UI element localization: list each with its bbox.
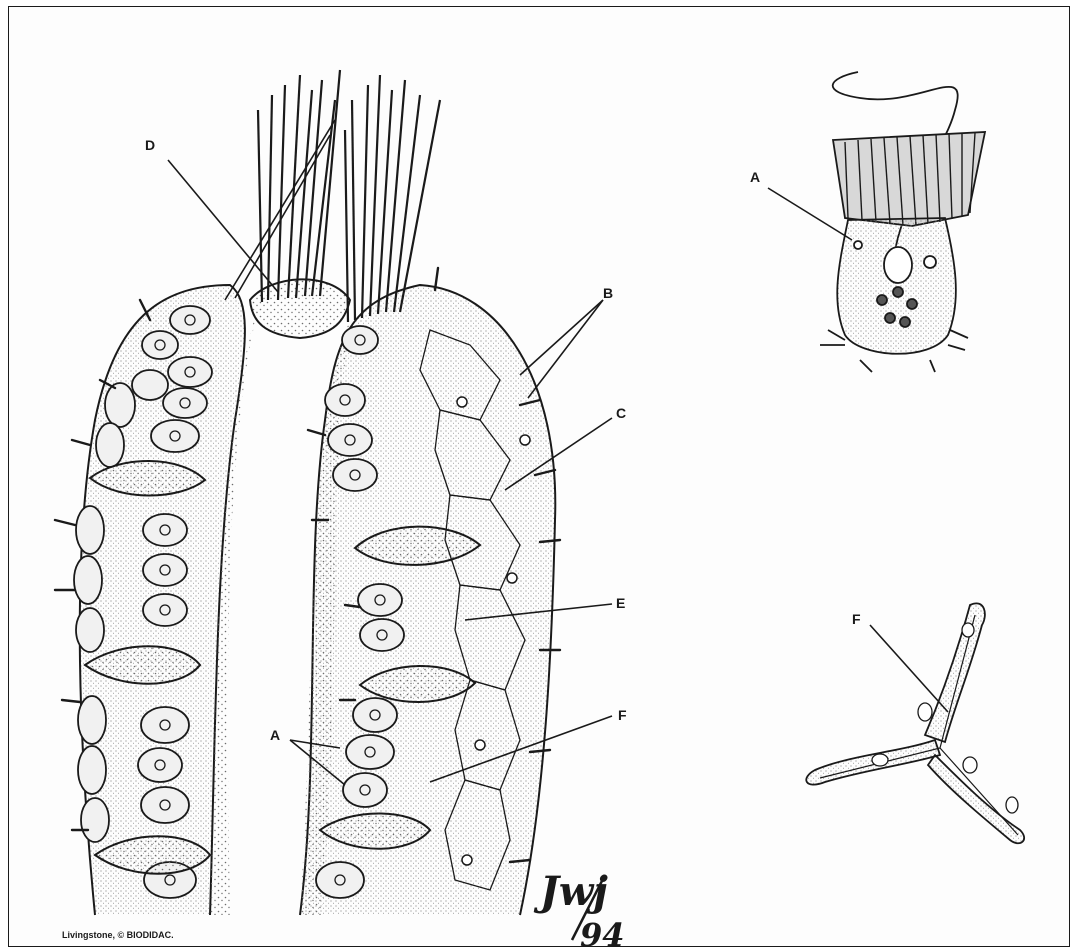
choanocyte-inset [820, 72, 985, 372]
choanocyte-body [837, 218, 956, 354]
credit-text: Livingstone, © BIODIDAC. [62, 930, 174, 940]
leader-A-inset [768, 188, 852, 240]
leader-F-inset [870, 625, 948, 712]
choanocyte-nucleus [884, 247, 912, 283]
spicule-arm-up [925, 603, 985, 742]
osculum-membrane [250, 279, 350, 338]
label-B: B [603, 285, 613, 301]
label-E: E [616, 595, 625, 611]
label-D: D [145, 137, 155, 153]
label-A-inset: A [750, 169, 760, 185]
label-F-inset: F [852, 611, 861, 627]
label-A-main: A [270, 727, 280, 743]
signature-year: 94 [580, 916, 625, 951]
spicule-core [820, 615, 1018, 835]
flagella-left [225, 70, 340, 302]
label-F-main: F [618, 707, 627, 723]
spicule-inset [806, 603, 1024, 843]
label-C: C [616, 405, 626, 421]
